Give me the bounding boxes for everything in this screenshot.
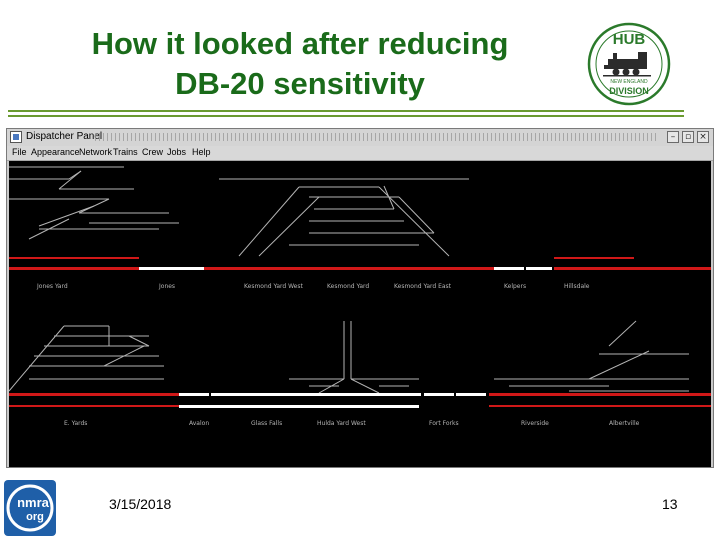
menu-network[interactable]: Network	[79, 147, 113, 157]
nmra-logo-text-2: org	[26, 511, 44, 523]
station-label: Kesmond Yard	[327, 283, 369, 290]
occupied-track-top	[9, 257, 711, 270]
station-label: Kesmond Yard East	[394, 283, 452, 290]
dispatcher-panel-window: Dispatcher Panel – ▫ × File Appearance N…	[6, 128, 714, 468]
window-titlebar[interactable]: Dispatcher Panel – ▫ ×	[7, 129, 713, 146]
menu-file[interactable]: File	[12, 147, 27, 157]
track-diagram: Jones Yard Jones Kesmond Yard West Kesmo…	[9, 166, 711, 427]
station-label: Hulda Yard West	[317, 420, 366, 427]
station-labels-top: Jones Yard Jones Kesmond Yard West Kesmo…	[36, 283, 590, 290]
panel-lines-top	[9, 166, 469, 257]
nmra-logo-text-1: nmra	[17, 495, 50, 510]
station-labels-bottom: E. Yards Avalon Glass Falls Hulda Yard W…	[64, 420, 640, 427]
occupied-track-bottom	[9, 393, 711, 408]
station-label: Kesmond Yard West	[244, 283, 303, 290]
close-icon[interactable]: ×	[697, 131, 709, 143]
hub-logo-sub-text: NEW ENGLAND	[610, 79, 648, 85]
station-label: Hillsdale	[564, 283, 590, 290]
station-label: Riverside	[521, 420, 549, 427]
menu-appearance[interactable]: Appearance	[31, 147, 80, 157]
menu-trains[interactable]: Trains	[113, 147, 138, 157]
locomotive-icon	[603, 52, 651, 77]
app-icon	[10, 131, 22, 143]
hub-logo-top-text: HUB	[613, 31, 646, 48]
panel-lines-bottom	[9, 320, 689, 394]
hub-division-logo: HUB NEW ENGLAND DIVISION	[587, 22, 671, 106]
station-label: Jones	[158, 283, 175, 290]
menu-jobs[interactable]: Jobs	[167, 147, 187, 157]
menu-crew[interactable]: Crew	[142, 147, 164, 157]
station-label: Kelpers	[504, 283, 526, 290]
station-label: E. Yards	[64, 420, 87, 427]
menu-help[interactable]: Help	[192, 147, 211, 157]
window-title: Dispatcher Panel	[26, 131, 103, 142]
slide-date: 3/15/2018	[109, 496, 172, 512]
track-diagram-panel[interactable]: Jones Yard Jones Kesmond Yard West Kesmo…	[9, 161, 711, 467]
title-rule-top	[8, 110, 684, 112]
titlebar-grip	[95, 133, 659, 141]
slide-title: How it looked after reducing DB-20 sensi…	[40, 24, 560, 104]
station-label: Fort Forks	[429, 420, 459, 427]
nmra-logo: nmra org	[4, 480, 56, 536]
menu-bar: File Appearance Network Trains Crew Jobs…	[7, 146, 713, 161]
slide-title-line-1: How it looked after reducing	[91, 26, 509, 61]
station-label: Jones Yard	[36, 283, 68, 290]
slide-page-number: 13	[662, 496, 678, 512]
slide-title-line-2: DB-20 sensitivity	[175, 66, 425, 101]
minimize-icon[interactable]: –	[667, 131, 679, 143]
station-label: Avalon	[189, 420, 209, 427]
title-rule-bottom	[8, 115, 684, 117]
station-label: Albertville	[609, 420, 640, 427]
maximize-icon[interactable]: ▫	[682, 131, 694, 143]
hub-logo-bottom-text: DIVISION	[609, 86, 649, 96]
station-label: Glass Falls	[251, 420, 282, 427]
